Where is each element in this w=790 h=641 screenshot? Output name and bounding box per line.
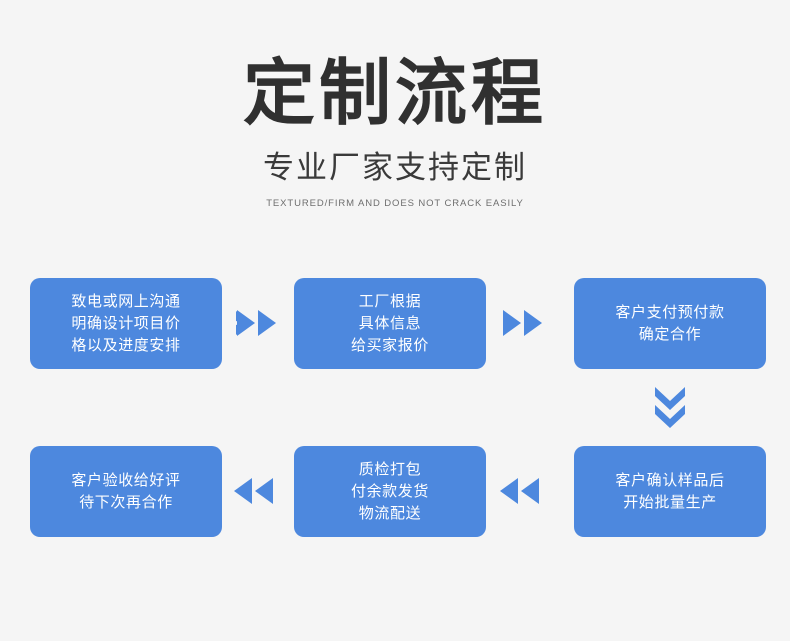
flow-step-5-label: 质检打包 付余款发货 物流配送	[350, 460, 429, 522]
flow-step-1[interactable]: 致电或网上沟通 明确设计项目价 格以及进度安排	[30, 278, 222, 369]
chevron-right-icon	[234, 303, 292, 343]
chevron-down-icon	[649, 385, 691, 431]
flow-step-3-label: 客户支付预付款 确定合作	[615, 303, 725, 343]
flow-step-3[interactable]: 客户支付预付款 确定合作	[574, 278, 766, 369]
flow-step-2[interactable]: 工厂根据 具体信息 给买家报价	[294, 278, 486, 369]
flow-step-4[interactable]: 客户确认样品后 开始批量生产	[574, 446, 766, 537]
page-english-tagline: TEXTURED/FIRM AND DOES NOT CRACK EASILY	[266, 198, 524, 209]
flow-step-2-label: 工厂根据 具体信息 给买家报价	[350, 292, 429, 354]
flow-step-5[interactable]: 质检打包 付余款发货 物流配送	[294, 446, 486, 537]
chevron-right-icon	[500, 303, 558, 343]
flow-step-6-label: 客户验收给好评 待下次再合作	[71, 471, 181, 511]
chevron-left-icon	[500, 471, 558, 511]
flow-step-4-label: 客户确认样品后 开始批量生产	[615, 471, 725, 511]
page-header: 定制流程 专业厂家支持定制 TEXTURED/FIRM AND DOES NOT…	[0, 0, 790, 209]
page-subtitle: 专业厂家支持定制	[263, 150, 527, 185]
chevron-left-icon	[234, 471, 292, 511]
flow-step-1-label: 致电或网上沟通 明确设计项目价 格以及进度安排	[71, 292, 181, 354]
flow-step-6[interactable]: 客户验收给好评 待下次再合作	[30, 446, 222, 537]
page-title: 定制流程	[242, 54, 547, 134]
